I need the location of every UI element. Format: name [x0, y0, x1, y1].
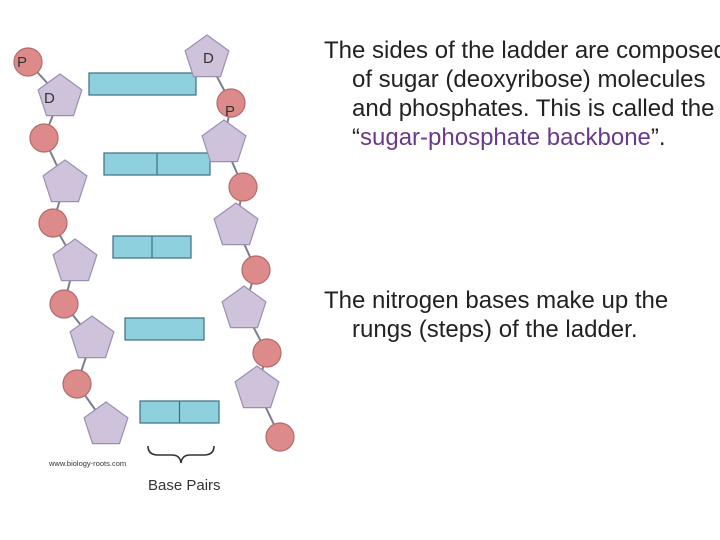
- phosphate-10: [265, 422, 295, 452]
- sugar-pentagon-8: [213, 202, 259, 246]
- phosphate-1: [13, 47, 43, 77]
- label-d-left: D: [44, 90, 55, 107]
- rungs-description: The nitrogen bases make up the rungs (st…: [324, 286, 720, 344]
- label-d-right: D: [203, 50, 214, 67]
- watermark: www.biology-roots.com: [48, 459, 126, 468]
- sugar-pentagon-10: [234, 365, 280, 409]
- phosphate-4: [49, 289, 79, 319]
- phosphate-7: [228, 172, 258, 202]
- backbone-text: The sides of the ladder are composed of …: [324, 37, 720, 151]
- dna-ladder-diagram: P D D P www.biology-roots.com Base Pairs: [13, 34, 295, 494]
- backbone-description: The sides of the ladder are composed of …: [324, 36, 720, 152]
- rungs-text: The nitrogen bases make up the rungs (st…: [324, 287, 669, 343]
- sugar-pentagon-7: [201, 119, 247, 163]
- backbone-molecules: [13, 34, 295, 452]
- phosphate-2: [29, 123, 59, 153]
- sugar-pentagon-5: [83, 401, 129, 445]
- backbone-term: sugar-phosphate backbone: [360, 124, 651, 151]
- phosphate-9: [252, 338, 282, 368]
- phosphate-5: [62, 369, 92, 399]
- label-p-right: P: [225, 103, 235, 120]
- base-pairs-label: Base Pairs: [148, 477, 221, 494]
- base-pair-1: [88, 72, 197, 96]
- sugar-pentagon-1: [37, 73, 83, 117]
- phosphate-6: [216, 88, 246, 118]
- left-strand-line: [27, 61, 107, 426]
- sugar-pentagon-2: [42, 159, 88, 203]
- sugar-pentagon-6: [184, 34, 230, 78]
- base-pairs-brace: [147, 445, 215, 464]
- base-pair-4: [124, 317, 205, 341]
- sugar-pentagon-9: [221, 285, 267, 329]
- phosphate-8: [241, 255, 271, 285]
- phosphate-3: [38, 208, 68, 238]
- base-pair-rungs: [88, 72, 220, 424]
- backbone-text-end: ”.: [650, 124, 666, 151]
- sugar-pentagon-4: [69, 315, 115, 359]
- label-p-left: P: [17, 54, 27, 71]
- sugar-pentagon-3: [52, 238, 98, 282]
